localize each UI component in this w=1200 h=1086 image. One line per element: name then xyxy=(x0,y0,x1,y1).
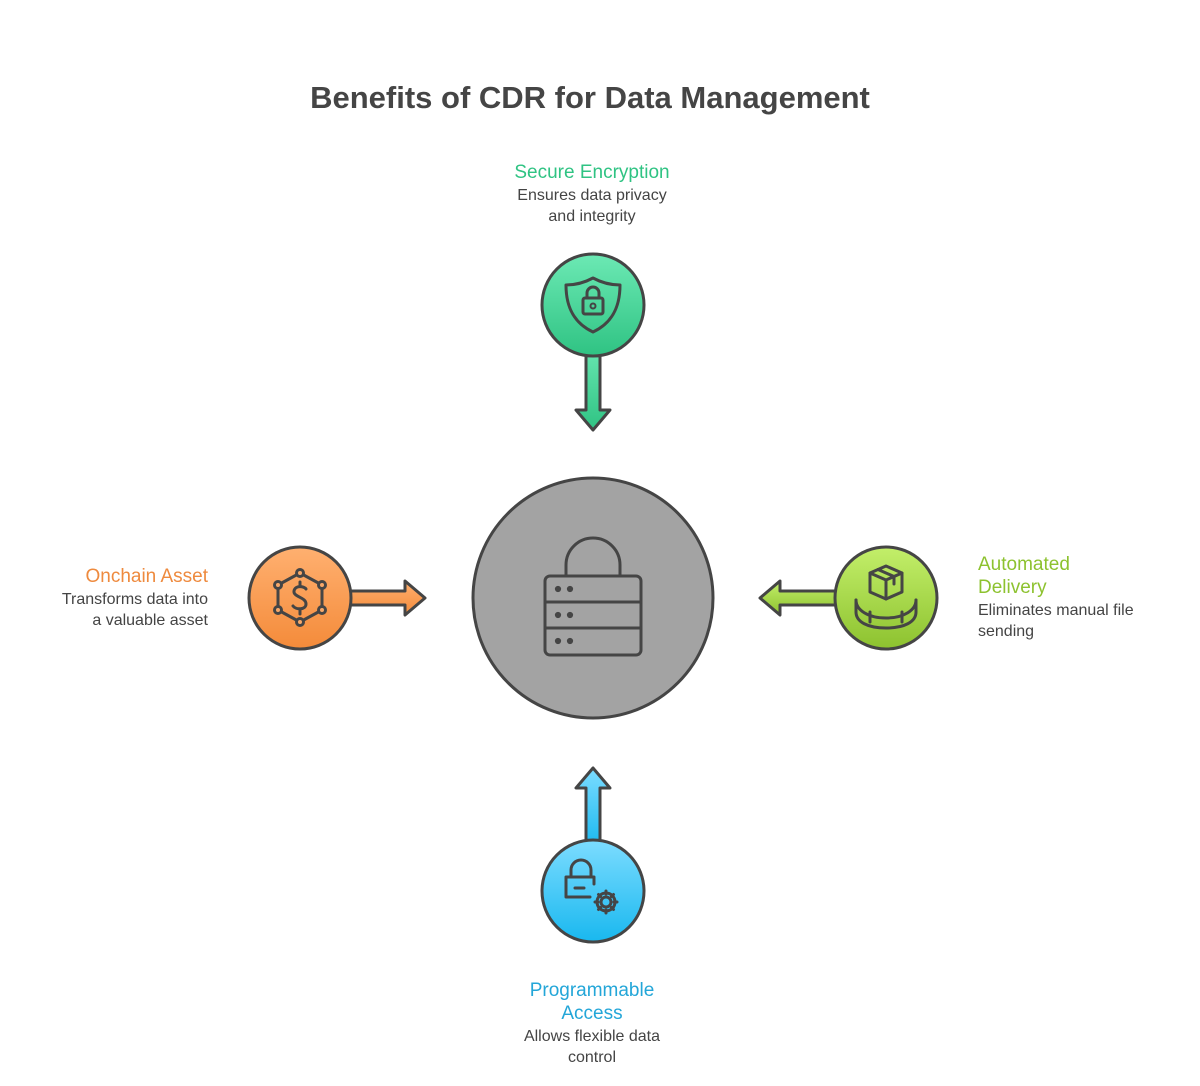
secure-encryption-description-line: and integrity xyxy=(548,208,636,225)
automated-delivery-description: Eliminates manual file sending xyxy=(978,600,1188,642)
secure-encryption-description: Ensures data privacy and integrity xyxy=(470,185,714,227)
programmable-access-node xyxy=(540,766,646,944)
programmable-access-description-line: control xyxy=(567,1049,617,1066)
automated-delivery-title-line: Delivery xyxy=(978,577,1047,598)
onchain-asset-description-line: Transforms data into xyxy=(61,591,208,608)
programmable-access-circle xyxy=(540,838,646,944)
programmable-access-title: Programmable Access xyxy=(470,979,714,1025)
automated-delivery-title: Automated Delivery xyxy=(978,553,1178,599)
secure-encryption-circle xyxy=(540,252,646,358)
automated-delivery-description-line: sending xyxy=(978,623,1035,640)
onchain-asset-node xyxy=(247,545,427,651)
onchain-asset-description-line: a valuable asset xyxy=(92,612,208,629)
programmable-access-title-line: Access xyxy=(561,1003,623,1024)
onchain-asset-title: Onchain Asset xyxy=(85,566,208,587)
secure-encryption-description-line: Ensures data privacy xyxy=(517,187,667,204)
onchain-asset-description: Transforms data into a valuable asset xyxy=(20,589,208,631)
database-lock-icon xyxy=(543,536,643,657)
programmable-access-description-line: Allows flexible data xyxy=(523,1028,661,1045)
programmable-access-title-line: Programmable xyxy=(529,980,655,1001)
automated-delivery-title-line: Automated xyxy=(978,554,1070,575)
programmable-access-description: Allows flexible data control xyxy=(470,1026,714,1068)
automated-delivery-node xyxy=(758,545,939,651)
center-hub xyxy=(471,476,715,720)
dollar-network-icon xyxy=(273,568,327,627)
automated-delivery-arrow xyxy=(758,579,847,617)
automated-delivery-description-line: Eliminates manual file xyxy=(978,602,1134,619)
page-title: Benefits of CDR for Data Management xyxy=(310,80,870,115)
onchain-asset-arrow xyxy=(338,579,427,617)
secure-encryption-title: Secure Encryption xyxy=(514,162,670,183)
programmable-access-arrow xyxy=(574,766,612,850)
package-delivery-icon xyxy=(854,564,918,630)
lock-gear-icon xyxy=(564,858,619,915)
shield-lock-icon xyxy=(564,276,622,334)
secure-encryption-node xyxy=(540,252,646,432)
center-hub-circle xyxy=(471,476,715,720)
